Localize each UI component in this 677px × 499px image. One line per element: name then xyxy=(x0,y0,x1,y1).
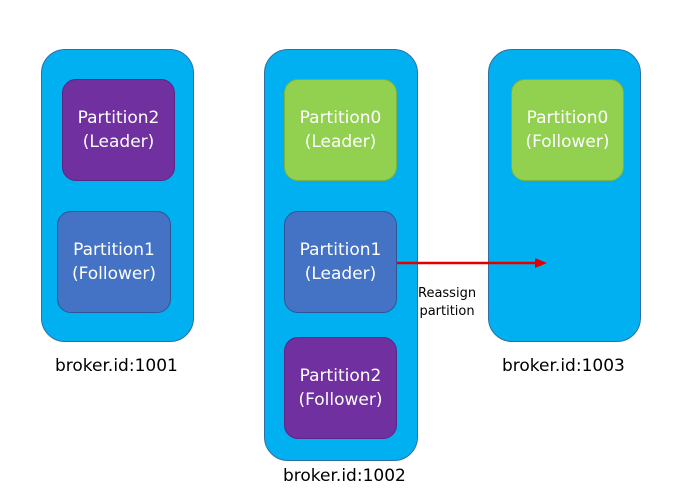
broker-1002-partition0-box: Partition0 (Leader) xyxy=(284,79,397,181)
broker-1003-label: broker.id:1003 xyxy=(502,356,625,376)
reassign-partition-label: Reassign partition xyxy=(418,285,476,321)
broker-1002-partition1-box: Partition1 (Leader) xyxy=(284,211,397,313)
broker-1002-partition2-box: Partition2 (Follower) xyxy=(284,337,397,439)
partition-role: (Leader) xyxy=(304,132,377,152)
partition-name: Partition1 xyxy=(299,240,382,260)
arrow-head xyxy=(535,258,547,268)
broker-1001-partition1-box: Partition1 (Follower) xyxy=(57,211,171,313)
partition-role: (Follower) xyxy=(71,264,157,284)
partition-name: Partition0 xyxy=(299,108,382,128)
partition-role: (Leader) xyxy=(304,264,377,284)
broker-1001-label: broker.id:1001 xyxy=(55,356,178,376)
partition-name: Partition2 xyxy=(77,108,160,128)
partition-role: (Leader) xyxy=(82,132,155,152)
reassign-line1: Reassign xyxy=(418,286,477,301)
reassign-line2: partition xyxy=(419,304,475,319)
partition-name: Partition1 xyxy=(73,240,155,260)
broker-1002-label: broker.id:1002 xyxy=(283,466,406,486)
broker-1001-partition2-box: Partition2 (Leader) xyxy=(62,79,175,181)
partition-name: Partition2 xyxy=(299,366,382,386)
partition-role: (Follower) xyxy=(298,390,383,410)
broker-1003-partition0-box: Partition0 (Follower) xyxy=(511,79,624,181)
partition-name: Partition0 xyxy=(526,108,609,128)
reassign-arrow-icon xyxy=(397,258,547,268)
partition-role: (Follower) xyxy=(525,132,610,152)
